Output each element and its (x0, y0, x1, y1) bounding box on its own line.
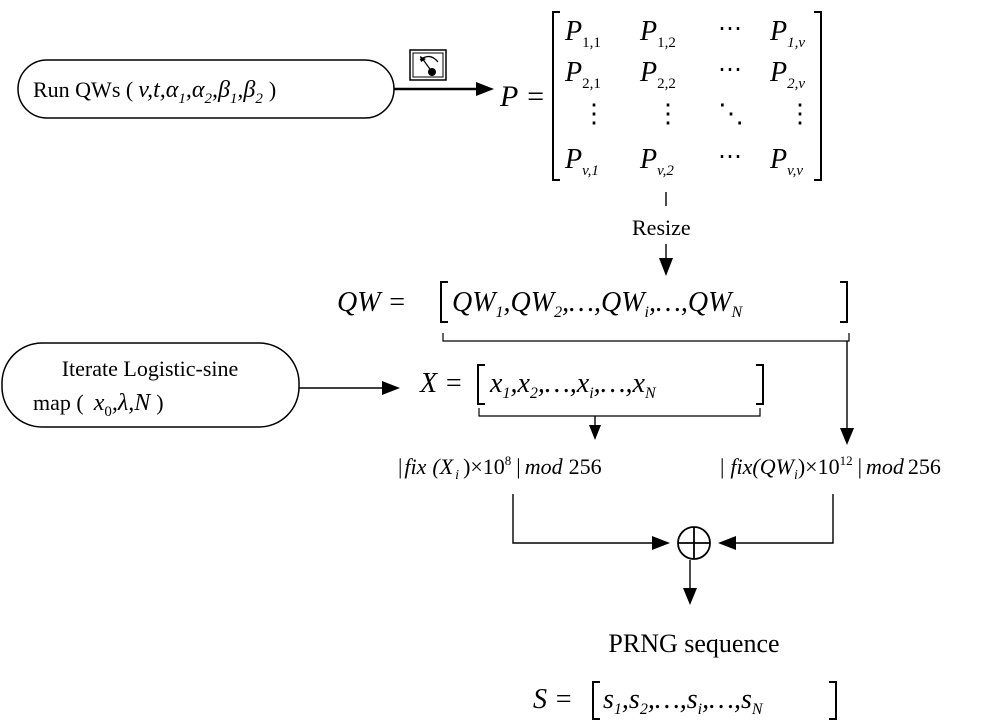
matrix-cell: P2,2 (639, 57, 676, 92)
xor-operator: ⊕ (0, 0, 711, 560)
matrix-cell: P2,v (769, 57, 805, 92)
qw-sequence: QW = QW1,QW2,…,QWi,…,QWN (337, 281, 850, 342)
prng-sequence-label: PRNG sequence (608, 629, 779, 658)
matrix-cell: ⋯ (718, 57, 742, 83)
logistic-line2: map (x0,λ,N) (33, 390, 164, 420)
matrix-cell: P1,v (769, 16, 805, 51)
matrix-cell: Pv,1 (564, 144, 599, 179)
matrix-cell: P1,2 (639, 16, 676, 51)
arrow-fixx-to-xor (512, 494, 670, 550)
s-lhs: S = (533, 684, 573, 715)
matrix-cell: ⋮ (655, 99, 681, 128)
matrix-cell: Pv,2 (639, 144, 674, 179)
probability-matrix: P = P1,1 P1,2 ⋯ P1,v P2,1 P2,2 ⋯ P2,v ⋮ … (499, 11, 822, 181)
x-elements: x1,x2,…,xi,…,xN (489, 368, 657, 402)
logistic-sine-node: Iterate Logistic-sine map (x0,λ,N) (1, 342, 300, 428)
arrow-x-to-fixx (589, 416, 601, 440)
matrix-cell: P2,1 (564, 57, 601, 92)
qw-lhs: QW = (337, 287, 406, 318)
run-qws-node: Run QWs (v,t,α1,α2,β1,β2) (17, 59, 395, 119)
matrix-lhs: P = (499, 80, 546, 113)
matrix-cell: ⋯ (718, 16, 742, 42)
s-elements: s1,s2,…,si,…,sN (603, 684, 764, 718)
qw-elements: QW1,QW2,…,QWi,…,QWN (452, 287, 743, 321)
run-qws-label: Run QWs (v,t,α1,α2,β1,β2) (33, 77, 276, 107)
x-sequence: X = x1,x2,…,xi,…,xN (419, 364, 764, 417)
arrow-fixqw-to-xor (718, 494, 834, 550)
matrix-cell: ⋯ (718, 144, 742, 170)
matrix-cell: ⋮ (581, 99, 607, 128)
arrow-logistic-to-x (299, 381, 400, 395)
logistic-line1: Iterate Logistic-sine (62, 356, 239, 381)
arrow-runqw-to-matrix (394, 82, 494, 96)
matrix-cell: Pv,v (769, 144, 803, 179)
arrow-xor-to-prng (683, 560, 697, 605)
xor-symbol-text: ⊕ (0, 0, 1, 1)
x-lhs: X = (419, 368, 463, 399)
resize-connector: Resize (632, 192, 691, 276)
matrix-cell: P1,1 (564, 16, 601, 51)
matrix-cell: ⋮ (787, 99, 813, 128)
s-sequence: S = s1,s2,…,si,…,sN (533, 681, 837, 720)
measurement-dial-icon (409, 49, 447, 81)
matrix-cell: ⋱ (718, 99, 744, 128)
resize-label: Resize (632, 215, 691, 240)
arrow-qw-to-fixqw (840, 341, 854, 445)
